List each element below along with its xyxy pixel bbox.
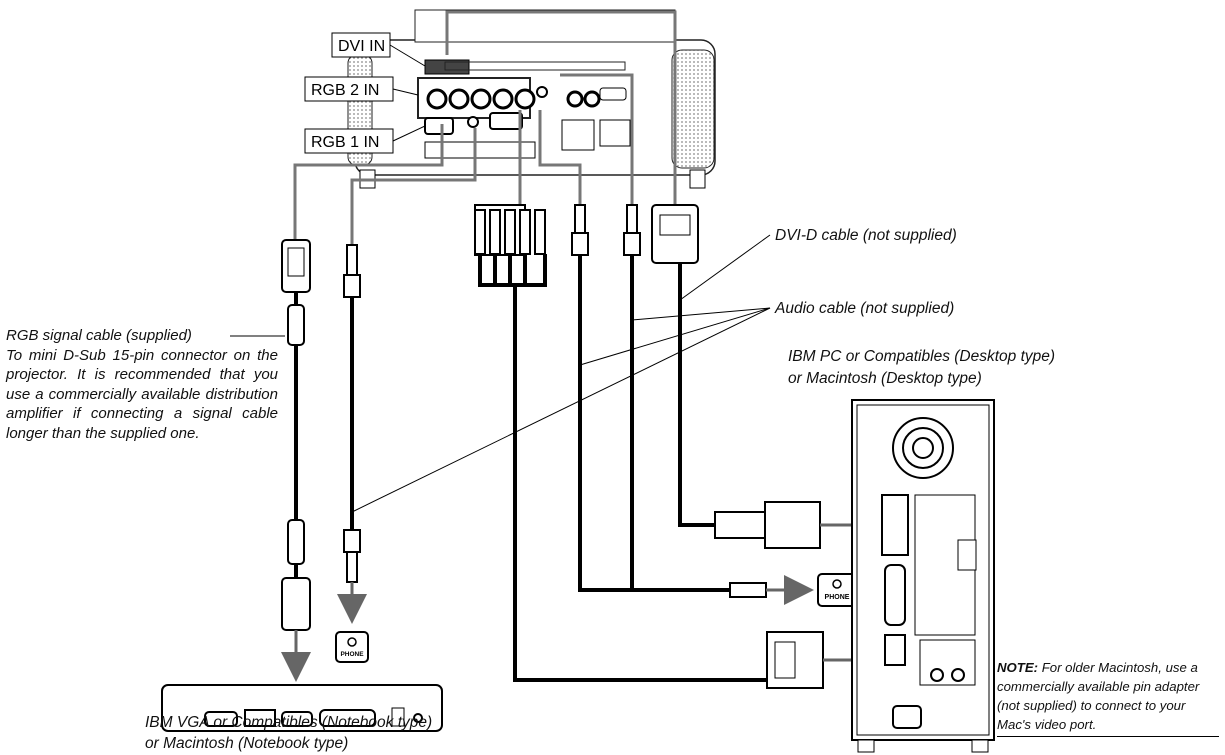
desktop-computer <box>851 399 995 753</box>
rgb-cable-title: RGB signal cable (supplied) <box>6 327 192 344</box>
audio-cable-label: Audio cable (not supplied) <box>774 300 954 317</box>
projector <box>347 9 716 189</box>
rgb1-in-label: RGB 1 IN <box>311 134 379 151</box>
port-callouts: DVI IN RGB 2 IN RGB 1 IN <box>304 32 426 154</box>
left-audio-cable: PHONE <box>335 244 369 663</box>
macintosh-note: NOTE: For older Macintosh, use a commerc… <box>997 658 1219 737</box>
rgb-cable-description: RGB signal cable (supplied) To mini D-Su… <box>6 326 278 444</box>
rgb-signal-cable <box>281 239 311 682</box>
desktop-audio-cable: PHONE <box>571 204 857 607</box>
desktop-label-line1: IBM PC or Compatibles (Desktop type) <box>788 348 1055 365</box>
note-text: For older Macintosh, use a commercially … <box>997 660 1200 732</box>
rgb-cable-body: To mini D-Sub 15-pin connector on the pr… <box>6 346 278 442</box>
notebook-label-line1: IBM VGA or Compatibles (Notebook type) <box>145 714 432 731</box>
projector-cable-runs <box>293 10 677 245</box>
rgb2-in-label: RGB 2 IN <box>311 82 379 99</box>
note-label: NOTE: <box>997 660 1039 675</box>
notebook-label-line2: or Macintosh (Notebook type) <box>145 735 348 752</box>
notebook-phone-jack-label: PHONE <box>340 651 364 658</box>
dvi-cable-label: DVI-D cable (not supplied) <box>775 227 957 244</box>
desktop-phone-jack-label: PHONE <box>825 594 850 601</box>
bnc-cable <box>474 204 886 689</box>
dvi-cable <box>651 204 886 549</box>
leader-lines <box>230 234 771 513</box>
dvi-in-label: DVI IN <box>338 38 385 55</box>
desktop-label-line2: or Macintosh (Desktop type) <box>788 370 982 387</box>
rgb1-port <box>424 117 454 135</box>
notebook-computer <box>161 684 443 732</box>
